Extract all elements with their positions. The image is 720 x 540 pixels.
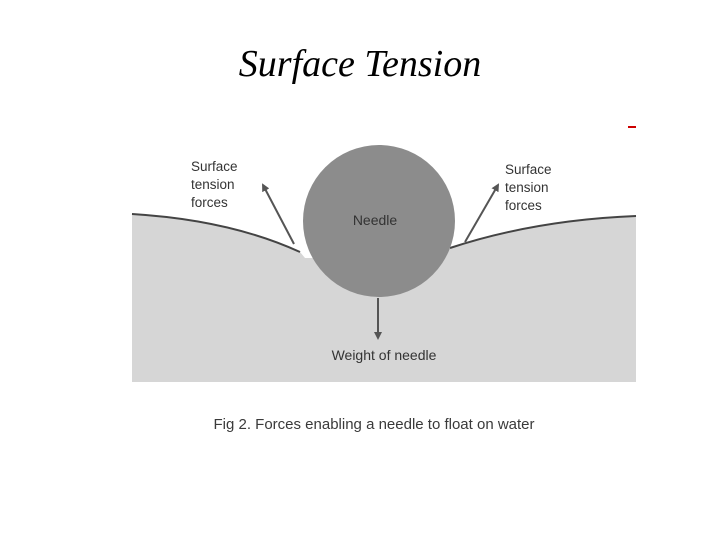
right-force-label: Surface tension forces [505,162,555,213]
needle-label: Needle [353,212,398,228]
weight-label: Weight of needle [332,347,437,363]
left-force-label: Surface tension forces [191,159,241,210]
red-mark [628,126,636,128]
right-force-arrow [464,183,500,243]
water-surface-left [131,213,301,253]
slide-title: Surface Tension [238,43,482,85]
left-force-arrow [262,183,295,245]
figure-caption: Fig 2. Forces enabling a needle to float… [213,416,535,433]
needle-circle [303,145,455,297]
water-surface-right [449,215,637,249]
water-body [132,214,636,382]
